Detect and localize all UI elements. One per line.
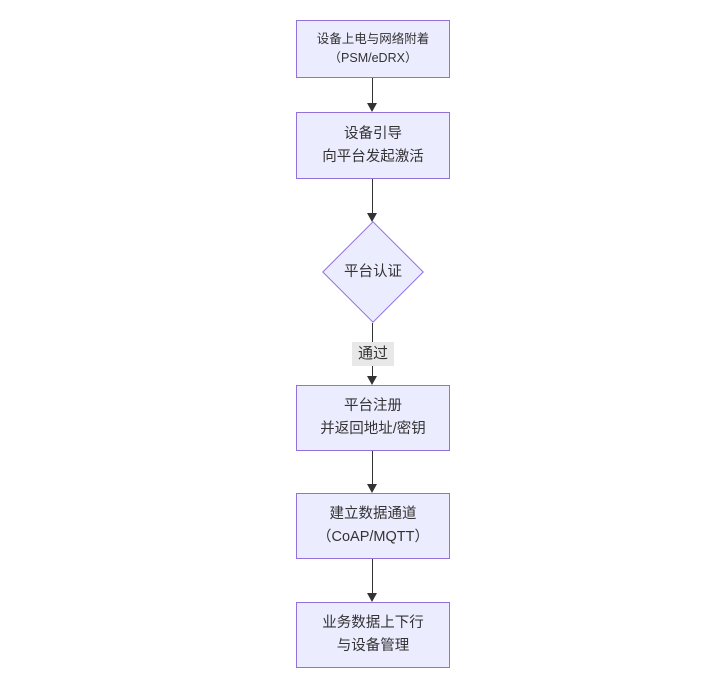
edge-a-to-b: [372, 78, 373, 106]
edge-e-to-f: [372, 559, 373, 596]
edge-d-to-e: [372, 451, 373, 487]
node-text-line: 业务数据上下行: [322, 615, 424, 631]
edge-b-to-c: [372, 179, 373, 217]
node-text-line: （CoAP/MQTT）: [317, 529, 429, 545]
node-text-line: 与设备管理: [336, 638, 410, 654]
node-device-bootstrap: 设备引导 向平台发起激活: [296, 112, 450, 179]
node-text-line: 设备引导: [344, 125, 402, 142]
node-text-line: 向平台发起激活: [322, 148, 424, 165]
node-text-line: 建立数据通道: [329, 506, 417, 522]
node-power-on-network-attach: 设备上电与网络附着 （PSM/eDRX）: [296, 20, 450, 78]
node-text-line: 平台注册: [344, 398, 402, 414]
node-text-line: 设备上电与网络附着: [316, 32, 430, 46]
arrowhead-icon: [367, 593, 377, 602]
arrowhead-icon: [367, 213, 377, 222]
node-platform-register: 平台注册 并返回地址/密钥: [296, 385, 450, 451]
node-text-line: （PSM/eDRX）: [328, 51, 418, 65]
arrowhead-icon: [367, 103, 377, 112]
arrowhead-icon: [367, 484, 377, 493]
node-business-data-device-mgmt: 业务数据上下行 与设备管理: [296, 602, 450, 668]
arrowhead-icon: [367, 376, 377, 385]
node-text-line: 平台认证: [344, 264, 402, 280]
node-data-channel: 建立数据通道 （CoAP/MQTT）: [296, 493, 450, 559]
node-text-line: 并返回地址/密钥: [320, 421, 426, 437]
edge-label-pass: 通过: [351, 342, 395, 366]
